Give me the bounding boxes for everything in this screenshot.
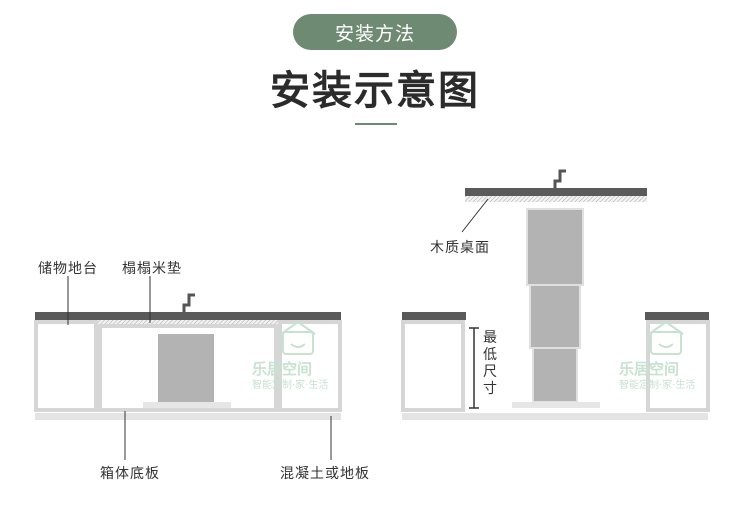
right-top-right bbox=[645, 312, 709, 320]
right-cabinet-left bbox=[401, 320, 465, 412]
right-top-left bbox=[402, 312, 466, 320]
watermark-right: 乐居空间 智能定制·家·生活 bbox=[619, 320, 695, 391]
desktop-board bbox=[465, 188, 647, 196]
lift-column-bottom bbox=[532, 347, 578, 403]
label-desktop: 木质桌面 bbox=[430, 240, 490, 256]
roof-icon bbox=[280, 320, 316, 335]
right-floor bbox=[402, 413, 708, 420]
section-pill-label: 安装方法 bbox=[334, 22, 415, 45]
left-cabinet-1 bbox=[34, 320, 98, 412]
house-icon bbox=[282, 331, 314, 355]
left-tatami-strip bbox=[98, 320, 280, 325]
left-handle bbox=[182, 293, 195, 312]
left-cabinet-2 bbox=[98, 324, 278, 412]
watermark-brand: 乐居空间 bbox=[252, 360, 312, 378]
left-diagram bbox=[34, 276, 342, 460]
label-tatami: 榻榻米垫 bbox=[122, 261, 182, 277]
left-top-board bbox=[35, 312, 341, 320]
smile-icon bbox=[658, 343, 674, 348]
label-min-size: 最低尺寸 bbox=[483, 330, 497, 397]
right-cabinet-right bbox=[646, 320, 710, 412]
right-diagram bbox=[401, 169, 710, 420]
section-pill: 安装方法 bbox=[293, 14, 457, 50]
label-box-bottom: 箱体底板 bbox=[100, 466, 160, 482]
watermark-brand: 乐居空间 bbox=[619, 360, 679, 378]
right-lift-base bbox=[512, 402, 600, 408]
left-cabinet-3 bbox=[278, 320, 342, 412]
right-handle bbox=[553, 169, 566, 188]
label-floor: 混凝土或地板 bbox=[280, 466, 370, 482]
left-lift-base bbox=[143, 402, 231, 408]
left-floor bbox=[35, 413, 341, 420]
lift-column-mid bbox=[529, 284, 581, 349]
smile-icon bbox=[290, 343, 306, 348]
house-icon bbox=[650, 331, 682, 355]
page-title: 安装示意图 bbox=[270, 68, 480, 114]
left-lift-block bbox=[158, 334, 214, 402]
watermark-slogan: 智能定制·家·生活 bbox=[252, 378, 328, 391]
lift-column-top bbox=[526, 208, 584, 286]
desktop-hatch bbox=[465, 196, 647, 202]
label-storage: 储物地台 bbox=[38, 261, 98, 277]
roof-icon bbox=[648, 320, 684, 335]
watermark-left: 乐居空间 智能定制·家·生活 bbox=[252, 320, 328, 391]
title-underline bbox=[355, 123, 397, 125]
leader-desktop bbox=[461, 198, 489, 233]
watermark-slogan: 智能定制·家·生活 bbox=[619, 378, 695, 391]
